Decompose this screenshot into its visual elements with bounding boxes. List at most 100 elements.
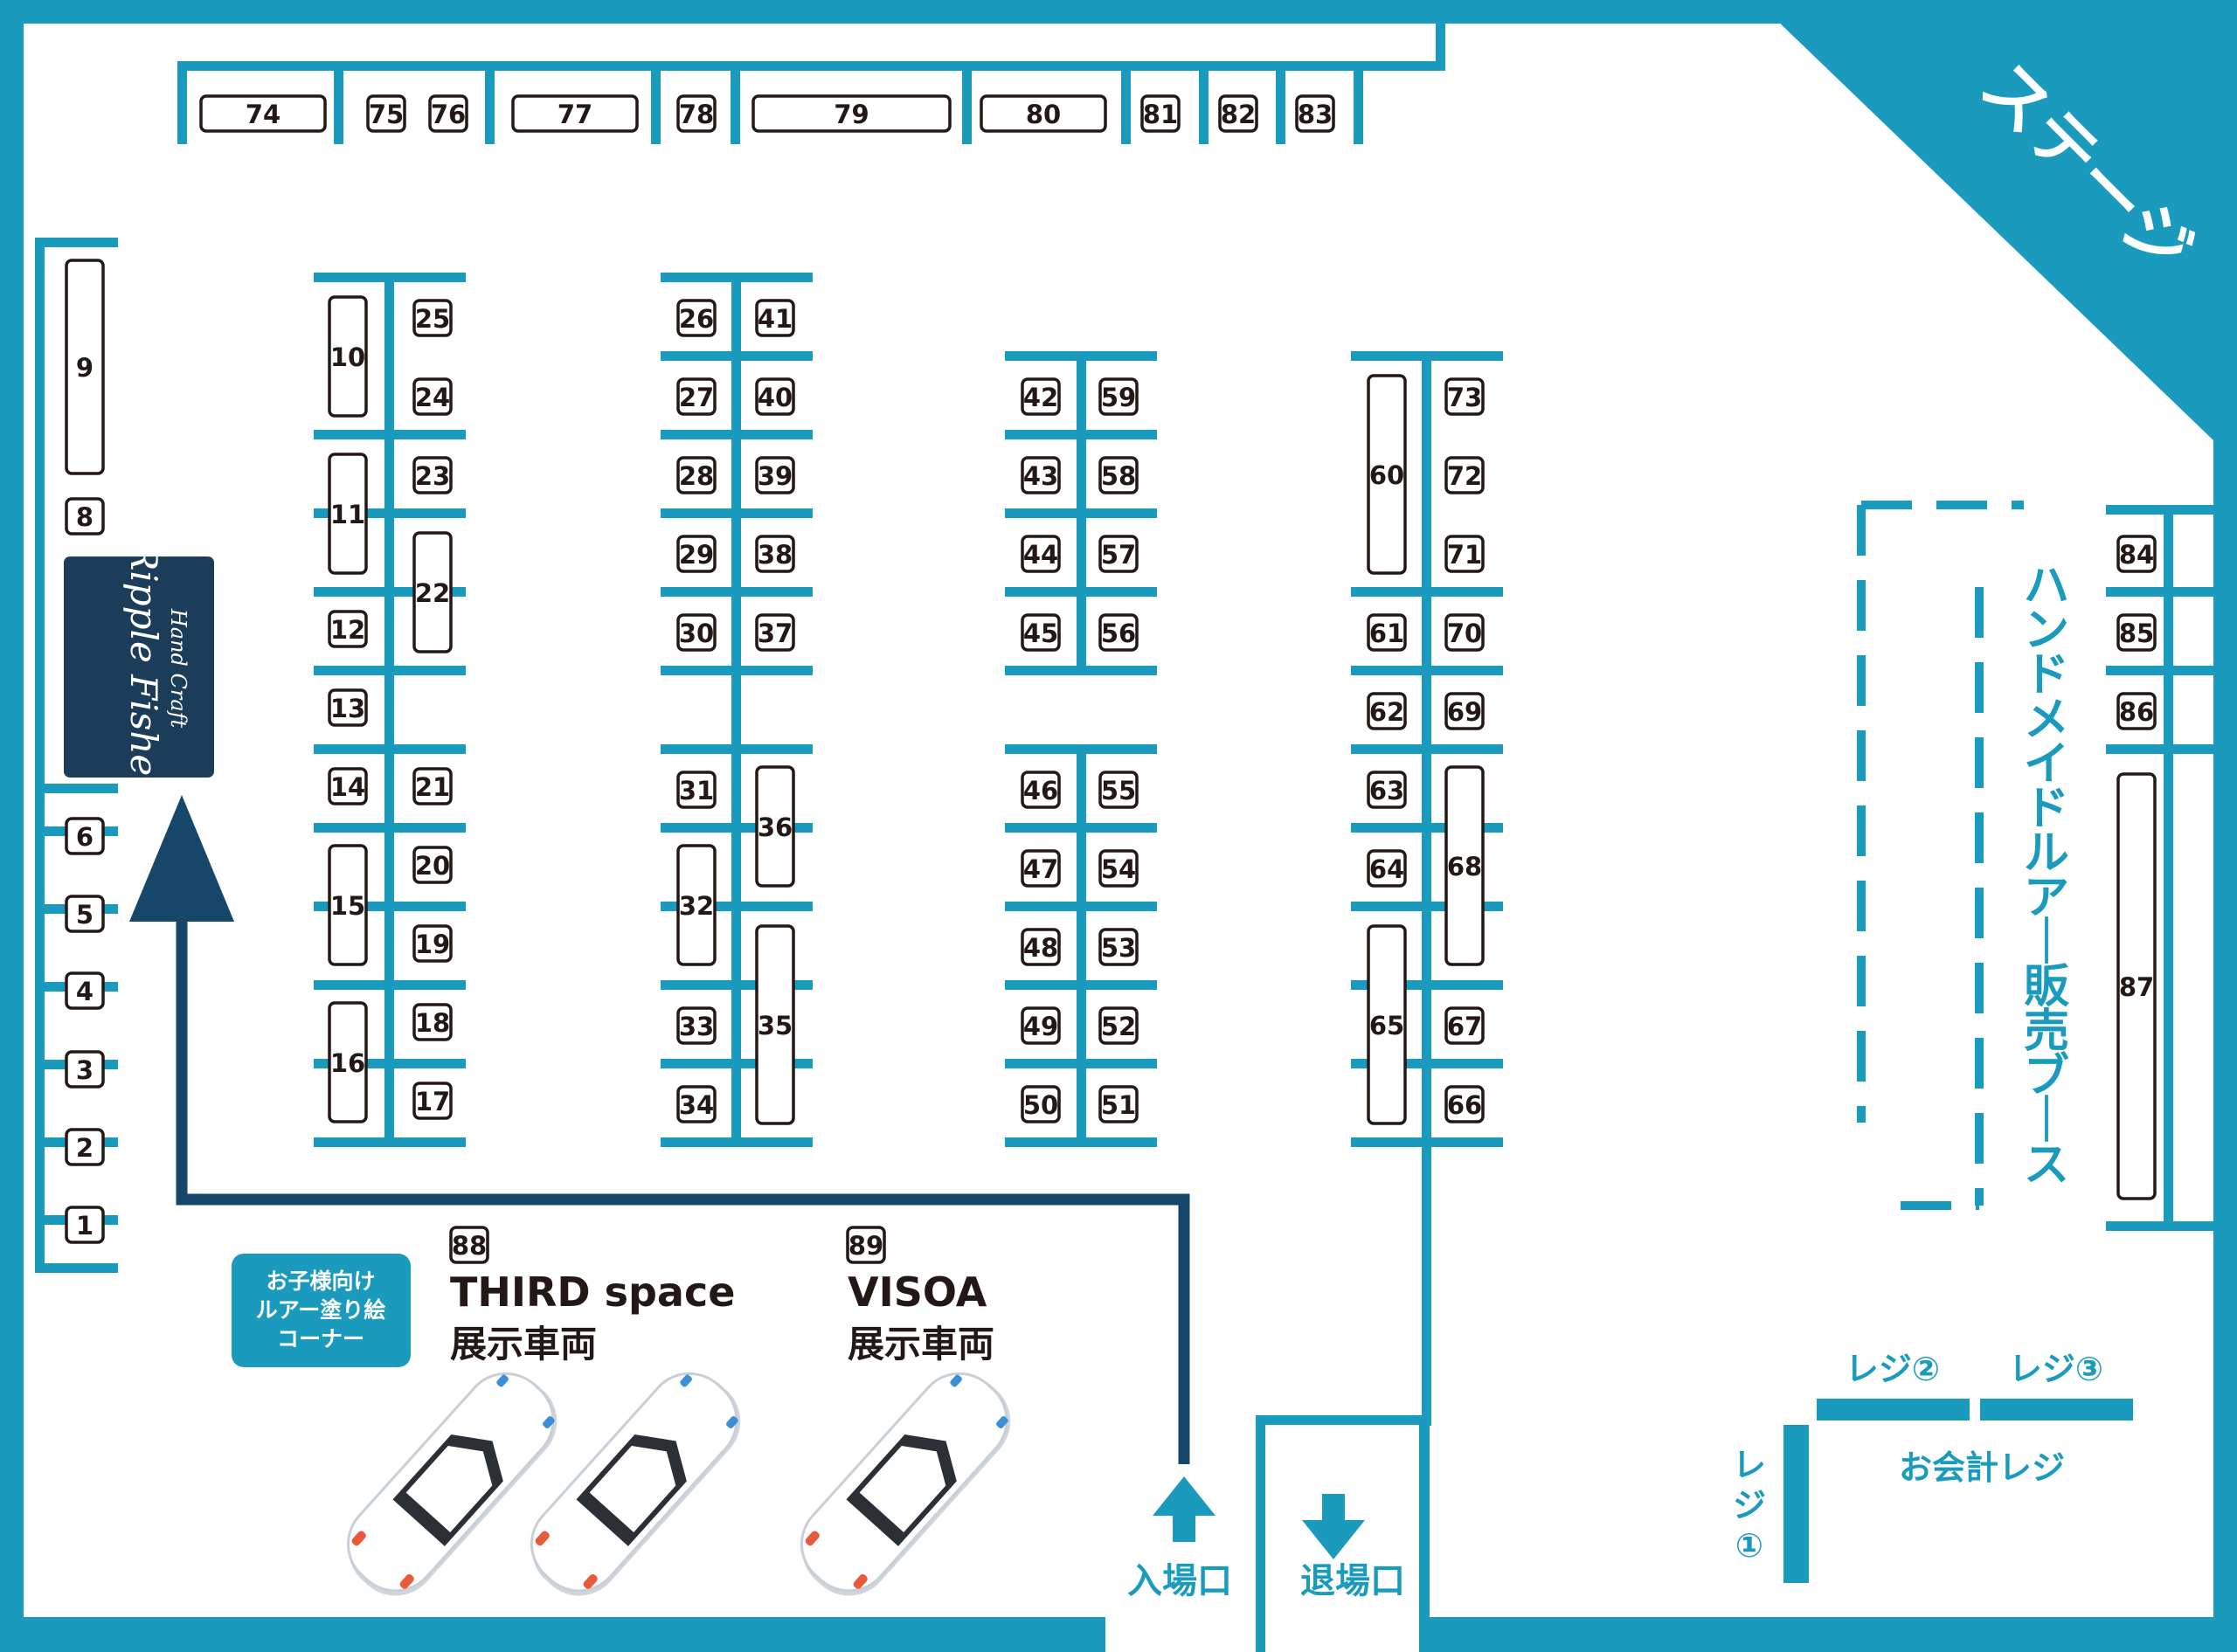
booth-67: 67: [1444, 1006, 1485, 1045]
booth-6: 6: [65, 817, 105, 855]
booth-66: 66: [1444, 1085, 1485, 1123]
booth-12: 12: [328, 610, 368, 648]
booth-number: 22: [415, 578, 450, 608]
island-wall: [35, 1263, 118, 1273]
booth-box: [366, 94, 406, 133]
island-wall: [1422, 351, 1431, 1426]
handmade-booth-label: ハンドメイドルア｜販売ブ｜ス: [2024, 560, 2070, 1192]
booth-50: 50: [1021, 1085, 1061, 1123]
booth-58: 58: [1098, 456, 1139, 494]
exhibit-car-icon-1: [327, 1353, 576, 1614]
exit-arrow-icon: [1302, 1494, 1365, 1559]
island-wall: [661, 980, 813, 990]
booth-number: 18: [415, 1008, 450, 1038]
island-wall: [1005, 430, 1157, 439]
booth-box: [1098, 456, 1139, 494]
booth-27: 27: [676, 377, 717, 416]
booth-box: [980, 94, 1107, 133]
booth-63: 63: [1367, 771, 1407, 809]
booth-number: 21: [415, 772, 450, 802]
exhibit-88: THIRD space 展示車両: [450, 1268, 735, 1365]
booth-89: 89: [846, 1226, 886, 1264]
booth-number: 45: [1023, 619, 1058, 648]
booth-box: [1444, 765, 1485, 966]
booth-20: 20: [412, 846, 453, 884]
booth-number: 14: [330, 772, 365, 802]
booth-47: 47: [1021, 849, 1061, 888]
booth-19: 19: [412, 924, 453, 963]
booth-box: [1444, 692, 1485, 730]
booth-box: [412, 1003, 453, 1041]
booth-35: 35: [755, 924, 795, 1125]
booth-box: [428, 94, 468, 133]
island-wall: [314, 1059, 466, 1068]
booth-box: [328, 767, 368, 805]
booth-75: 75: [366, 94, 406, 133]
booth-number: 6: [76, 822, 93, 852]
booth-34: 34: [676, 1085, 717, 1123]
booth-number: 11: [330, 500, 365, 529]
booth-5: 5: [65, 895, 105, 933]
booth-number: 12: [330, 615, 365, 645]
booth-number: 81: [1143, 100, 1178, 129]
booth-number: 82: [1221, 100, 1256, 129]
booth-10: 10: [328, 295, 368, 418]
island-wall: [1351, 1059, 1503, 1068]
booth-number: 54: [1101, 854, 1136, 884]
island-wall: [334, 61, 343, 144]
register-3-label: レジ③: [2009, 1350, 2103, 1388]
booth-number: 17: [415, 1087, 450, 1116]
entrance-walk-route: [129, 795, 1190, 1464]
booth-number: 35: [758, 1011, 793, 1040]
booth-box: [412, 456, 453, 494]
booth-84: 84: [2116, 535, 2157, 573]
booth-box: [2116, 692, 2157, 730]
booth-box: [755, 924, 795, 1125]
booth-number: 3: [76, 1055, 93, 1085]
booth-box: [1021, 535, 1061, 573]
booth-number: 31: [679, 776, 714, 805]
booth-box: [1021, 928, 1061, 966]
island-wall: [314, 666, 466, 675]
island-wall: [2164, 505, 2173, 1231]
island-wall: [35, 238, 45, 1273]
booth-number: 29: [679, 540, 714, 570]
kids-corner-line-2: ルアー塗り絵: [256, 1297, 386, 1323]
booth-number: 68: [1447, 852, 1482, 881]
island-wall: [1005, 1059, 1157, 1068]
booth-number: 85: [2119, 619, 2154, 648]
island-wall: [661, 508, 813, 518]
booth-box: [755, 613, 795, 652]
booth-73: 73: [1444, 377, 1485, 416]
booth-box: [199, 94, 327, 133]
booth-number: 58: [1101, 461, 1136, 491]
booth-box: [65, 259, 105, 475]
booth-box: [676, 844, 717, 966]
island-wall: [1351, 902, 1503, 911]
island-wall: [177, 61, 187, 144]
booth-61: 61: [1367, 613, 1407, 652]
booth-number: 43: [1023, 461, 1058, 491]
booth-81: 81: [1140, 94, 1181, 133]
island-wall: [1121, 61, 1131, 144]
booth-box: [1021, 771, 1061, 809]
booth-80: 80: [980, 94, 1107, 133]
island-wall: [1351, 351, 1503, 361]
booth-number: 24: [415, 383, 450, 412]
booth-number: 73: [1447, 383, 1482, 412]
booth-62: 62: [1367, 692, 1407, 730]
booth-box: [1098, 849, 1139, 888]
booth-55: 55: [1098, 771, 1139, 809]
booth-85: 85: [2116, 613, 2157, 652]
booth-number: 2: [76, 1133, 93, 1163]
booth-box: [676, 1085, 717, 1123]
island-wall: [384, 273, 394, 1142]
island-wall: [731, 61, 740, 144]
booth-box: [1098, 928, 1139, 966]
booth-box: [1367, 374, 1407, 575]
booth-number: 15: [330, 891, 365, 921]
kids-coloring-corner: お子様向け ルアー塗り絵 コーナー: [232, 1254, 411, 1367]
booth-number: 53: [1101, 933, 1136, 963]
booth-box: [1367, 692, 1407, 730]
